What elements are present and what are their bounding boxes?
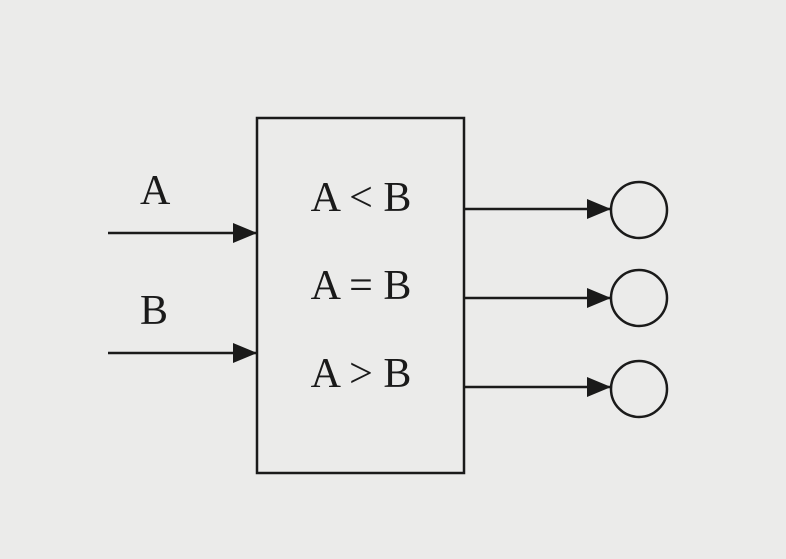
output-label-greater: A > B — [310, 351, 412, 397]
output-indicator-equal — [609, 268, 669, 328]
output-label-equal: A = B — [310, 263, 412, 309]
output-indicator-greater — [609, 359, 669, 419]
output-indicator-less — [609, 180, 669, 240]
input-label-a: A — [140, 168, 171, 214]
output-label-less: A < B — [310, 175, 412, 221]
comparator-box — [255, 116, 466, 475]
input-label-b: B — [140, 288, 169, 334]
